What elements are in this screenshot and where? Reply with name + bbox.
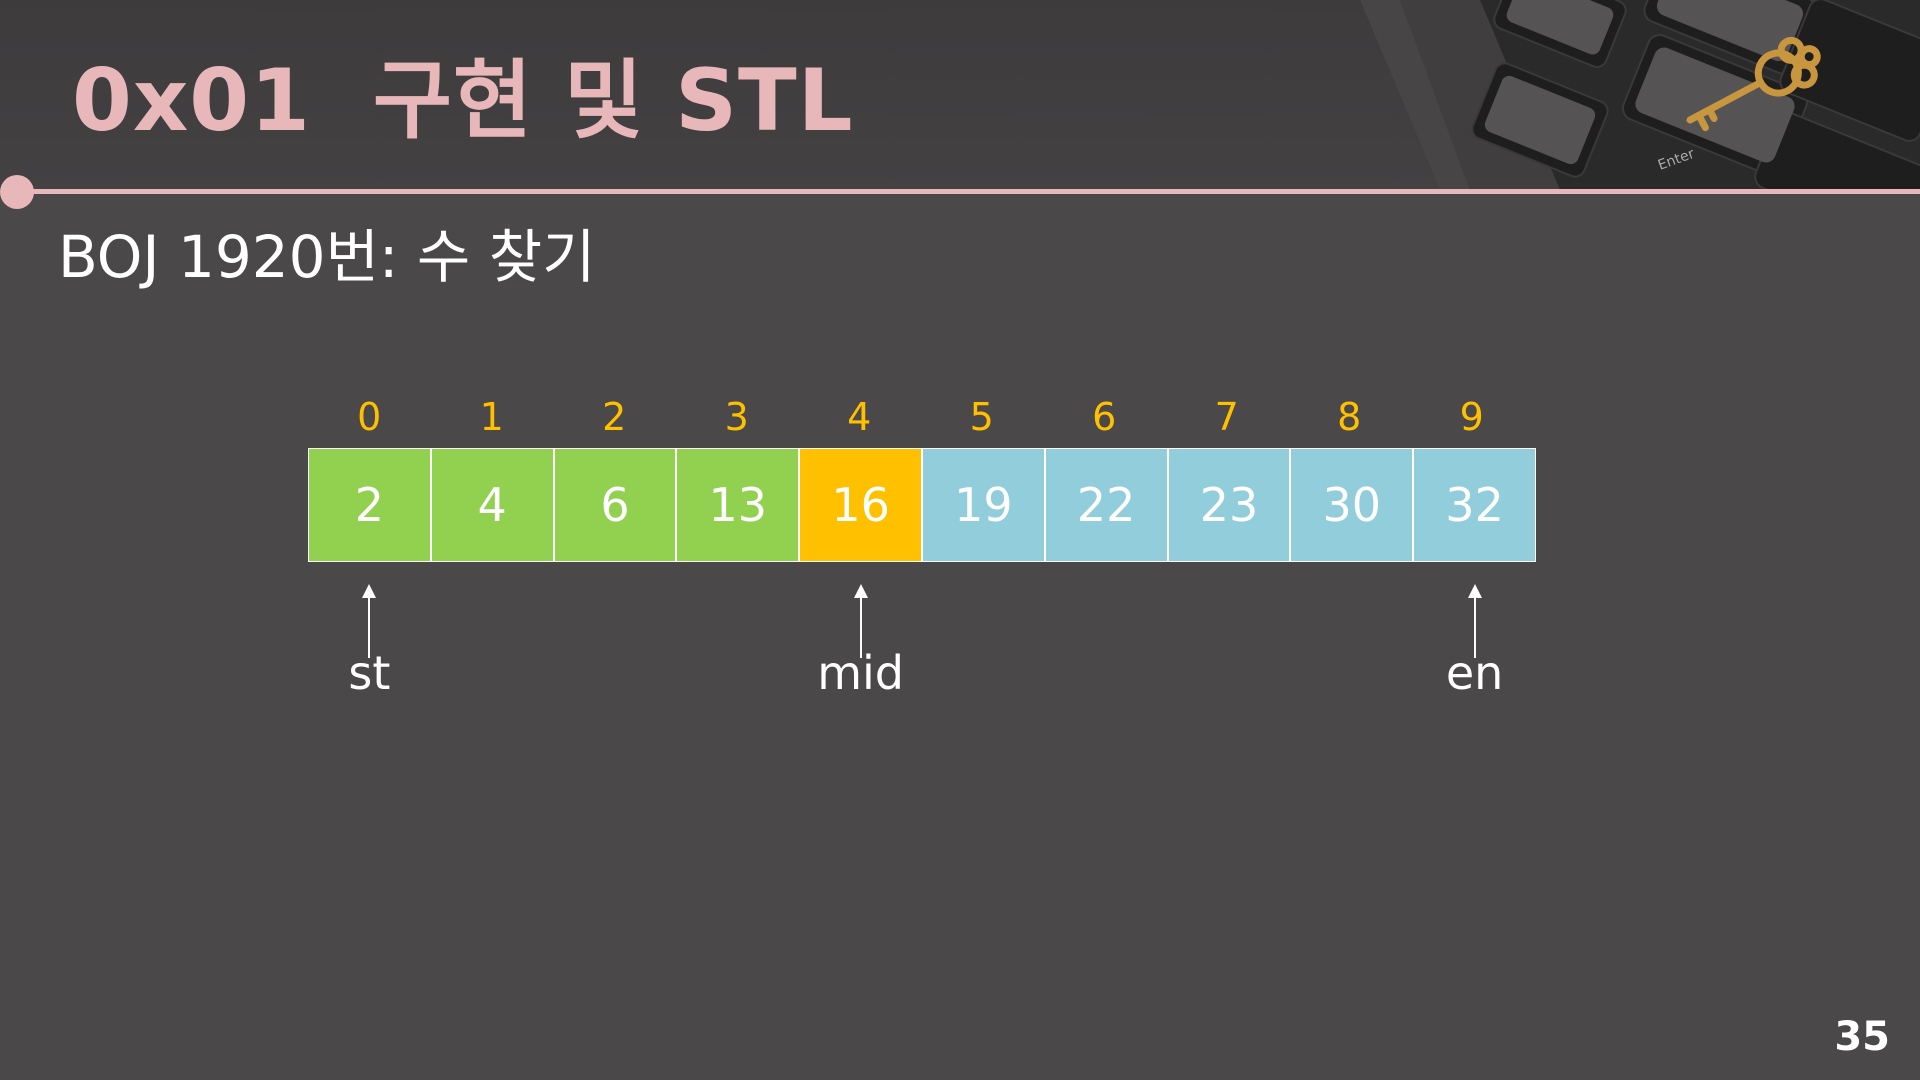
array-cell: 6 <box>554 449 678 561</box>
array-index-label: 3 <box>724 395 749 439</box>
array-index-label: 9 <box>1459 395 1484 439</box>
array-index-row: 0 1 2 3 4 5 6 7 8 9 <box>308 395 1536 445</box>
pointer-en: en <box>1415 584 1535 704</box>
page-number: 35 <box>1834 1014 1890 1060</box>
array-cell: 22 <box>1045 449 1169 561</box>
array-index-label: 6 <box>1092 395 1117 439</box>
slide-title: 0x01 구현 및 STL <box>72 51 854 151</box>
sorted-array: 2 4 6 13 16 19 22 23 30 32 <box>308 448 1536 562</box>
array-index-label: 1 <box>479 395 504 439</box>
title-divider-dot <box>0 175 34 209</box>
array-cell: 30 <box>1291 449 1415 561</box>
title-divider-line <box>18 189 1920 194</box>
array-index-label: 0 <box>357 395 382 439</box>
slide-subtitle: BOJ 1920번: 수 찾기 <box>58 223 596 291</box>
array-cell: 2 <box>309 449 432 561</box>
pointer-arrow-shaft <box>1473 596 1476 658</box>
keyboard-key-image: Enter <box>1360 0 1920 190</box>
pointer-arrow-shaft <box>859 596 862 658</box>
up-arrow-icon <box>853 584 868 598</box>
pointer-arrow-shaft <box>368 596 371 658</box>
array-index-label: 2 <box>602 395 627 439</box>
pointer-st: st <box>309 584 429 704</box>
array-cell-mid: 16 <box>800 449 923 561</box>
array-index-label: 5 <box>969 395 994 439</box>
array-cell: 4 <box>431 449 555 561</box>
pointer-mid: mid <box>801 584 921 704</box>
array-index-label: 8 <box>1337 395 1362 439</box>
up-arrow-icon <box>1467 584 1482 598</box>
pointer-label: st <box>348 646 391 700</box>
array-index-label: 4 <box>847 395 872 439</box>
array-cell: 32 <box>1414 449 1535 561</box>
up-arrow-icon <box>362 584 377 598</box>
array-cell: 23 <box>1168 449 1292 561</box>
array-index-label: 7 <box>1214 395 1239 439</box>
pointer-label: en <box>1445 646 1504 700</box>
pointer-label: mid <box>817 646 904 700</box>
array-cell: 19 <box>922 449 1046 561</box>
array-cell: 13 <box>677 449 801 561</box>
